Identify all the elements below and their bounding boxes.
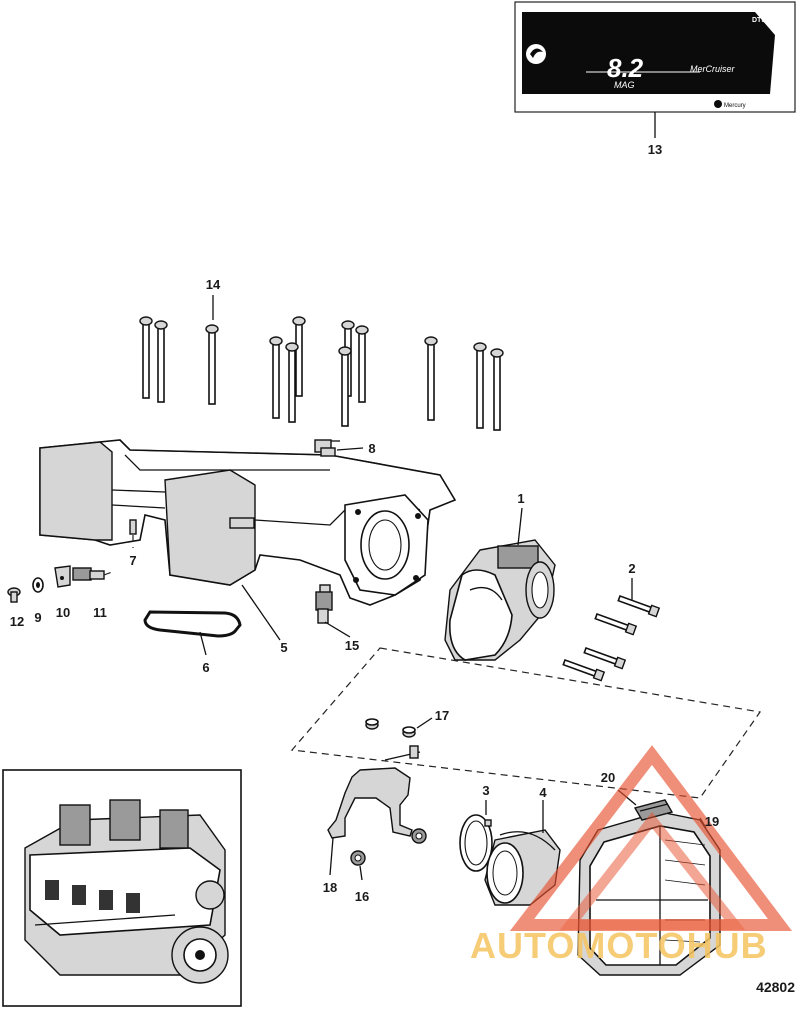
bolt-head: [269, 336, 283, 346]
callout-6: 6: [202, 660, 209, 675]
callout-5: 5: [280, 640, 287, 655]
bolt-head: [139, 316, 153, 326]
callout-20: 20: [601, 770, 615, 785]
bolt-set: [139, 316, 504, 431]
callout-15: 15: [345, 638, 359, 653]
bolt-head: [355, 325, 369, 335]
part-20: [633, 799, 674, 821]
decal-brand: MerCruiser: [690, 64, 736, 74]
bolt-head: [338, 346, 352, 356]
bolt-head: [473, 342, 487, 352]
callout-14: 14: [206, 277, 221, 292]
bolt-shank: [427, 343, 435, 421]
bolt-head: [490, 348, 504, 358]
bolt-head: [154, 320, 168, 330]
bolt-head: [205, 324, 219, 334]
bracket-10: [54, 565, 71, 588]
callout-9: 9: [34, 610, 41, 625]
bolt-shank: [493, 355, 501, 431]
callout-3: 3: [482, 783, 489, 798]
callout-19: 19: [705, 814, 719, 829]
bolt-shank: [157, 327, 165, 403]
callout-12: 12: [10, 614, 24, 629]
bolt-shank: [142, 323, 150, 399]
decal-sub: MAG: [614, 80, 635, 90]
bolt-shank: [288, 349, 296, 423]
bracket-18: [327, 745, 421, 839]
temp-sensor-15: [315, 584, 333, 624]
callout-2: 2: [628, 561, 635, 576]
drawing-number: 42802: [756, 979, 795, 995]
callout-17: 17: [435, 708, 449, 723]
callout-11: 11: [93, 605, 107, 620]
bolt-head: [341, 320, 355, 330]
watermark: AUTOMOTOHUB: [470, 745, 793, 966]
clip-17b: [402, 726, 416, 738]
watermark-text: AUTOMOTOHUB: [470, 925, 768, 966]
callout-1: 1: [517, 491, 524, 506]
screw-12: [7, 587, 21, 603]
decal-panel: 8.2 MAG MerCruiser DTS Mercury: [514, 1, 796, 113]
callout-13: 13: [648, 142, 662, 157]
bolt-shank: [295, 323, 303, 397]
clamp-3: [459, 814, 493, 872]
bolt-shank: [358, 332, 366, 403]
callout-8: 8: [368, 441, 375, 456]
callout-7: 7: [129, 553, 136, 568]
bolt-head: [285, 342, 299, 352]
bolt-head: [424, 336, 438, 346]
clip-17a: [365, 718, 379, 730]
gasket-6: [143, 610, 242, 638]
bolt-shank: [208, 331, 216, 405]
mercruiser-logo-icon: [526, 44, 546, 64]
sensor-11: [72, 567, 113, 581]
throttle-bolts-2: [562, 594, 661, 682]
bolt-shank: [272, 343, 280, 419]
bolt-shank: [476, 349, 484, 429]
stud-7: [129, 519, 137, 548]
grommet-16b: [411, 828, 427, 844]
grommet-16a: [350, 850, 366, 866]
decal-badge: DTS: [752, 17, 766, 24]
elbow-fitting: [314, 439, 340, 457]
callout-4: 4: [539, 785, 547, 800]
bolt-head: [292, 316, 306, 326]
bolt-shank: [341, 353, 349, 427]
throttle-body: [444, 539, 556, 661]
decal-badge-small: Mercury: [724, 103, 746, 109]
callout-16: 16: [355, 889, 369, 904]
callout-18: 18: [323, 880, 337, 895]
engine-inset: [2, 769, 242, 1007]
intake-manifold: [39, 439, 457, 606]
callout-10: 10: [56, 605, 70, 620]
washer-9: [32, 577, 44, 593]
decal-model: 8.2: [607, 53, 644, 83]
